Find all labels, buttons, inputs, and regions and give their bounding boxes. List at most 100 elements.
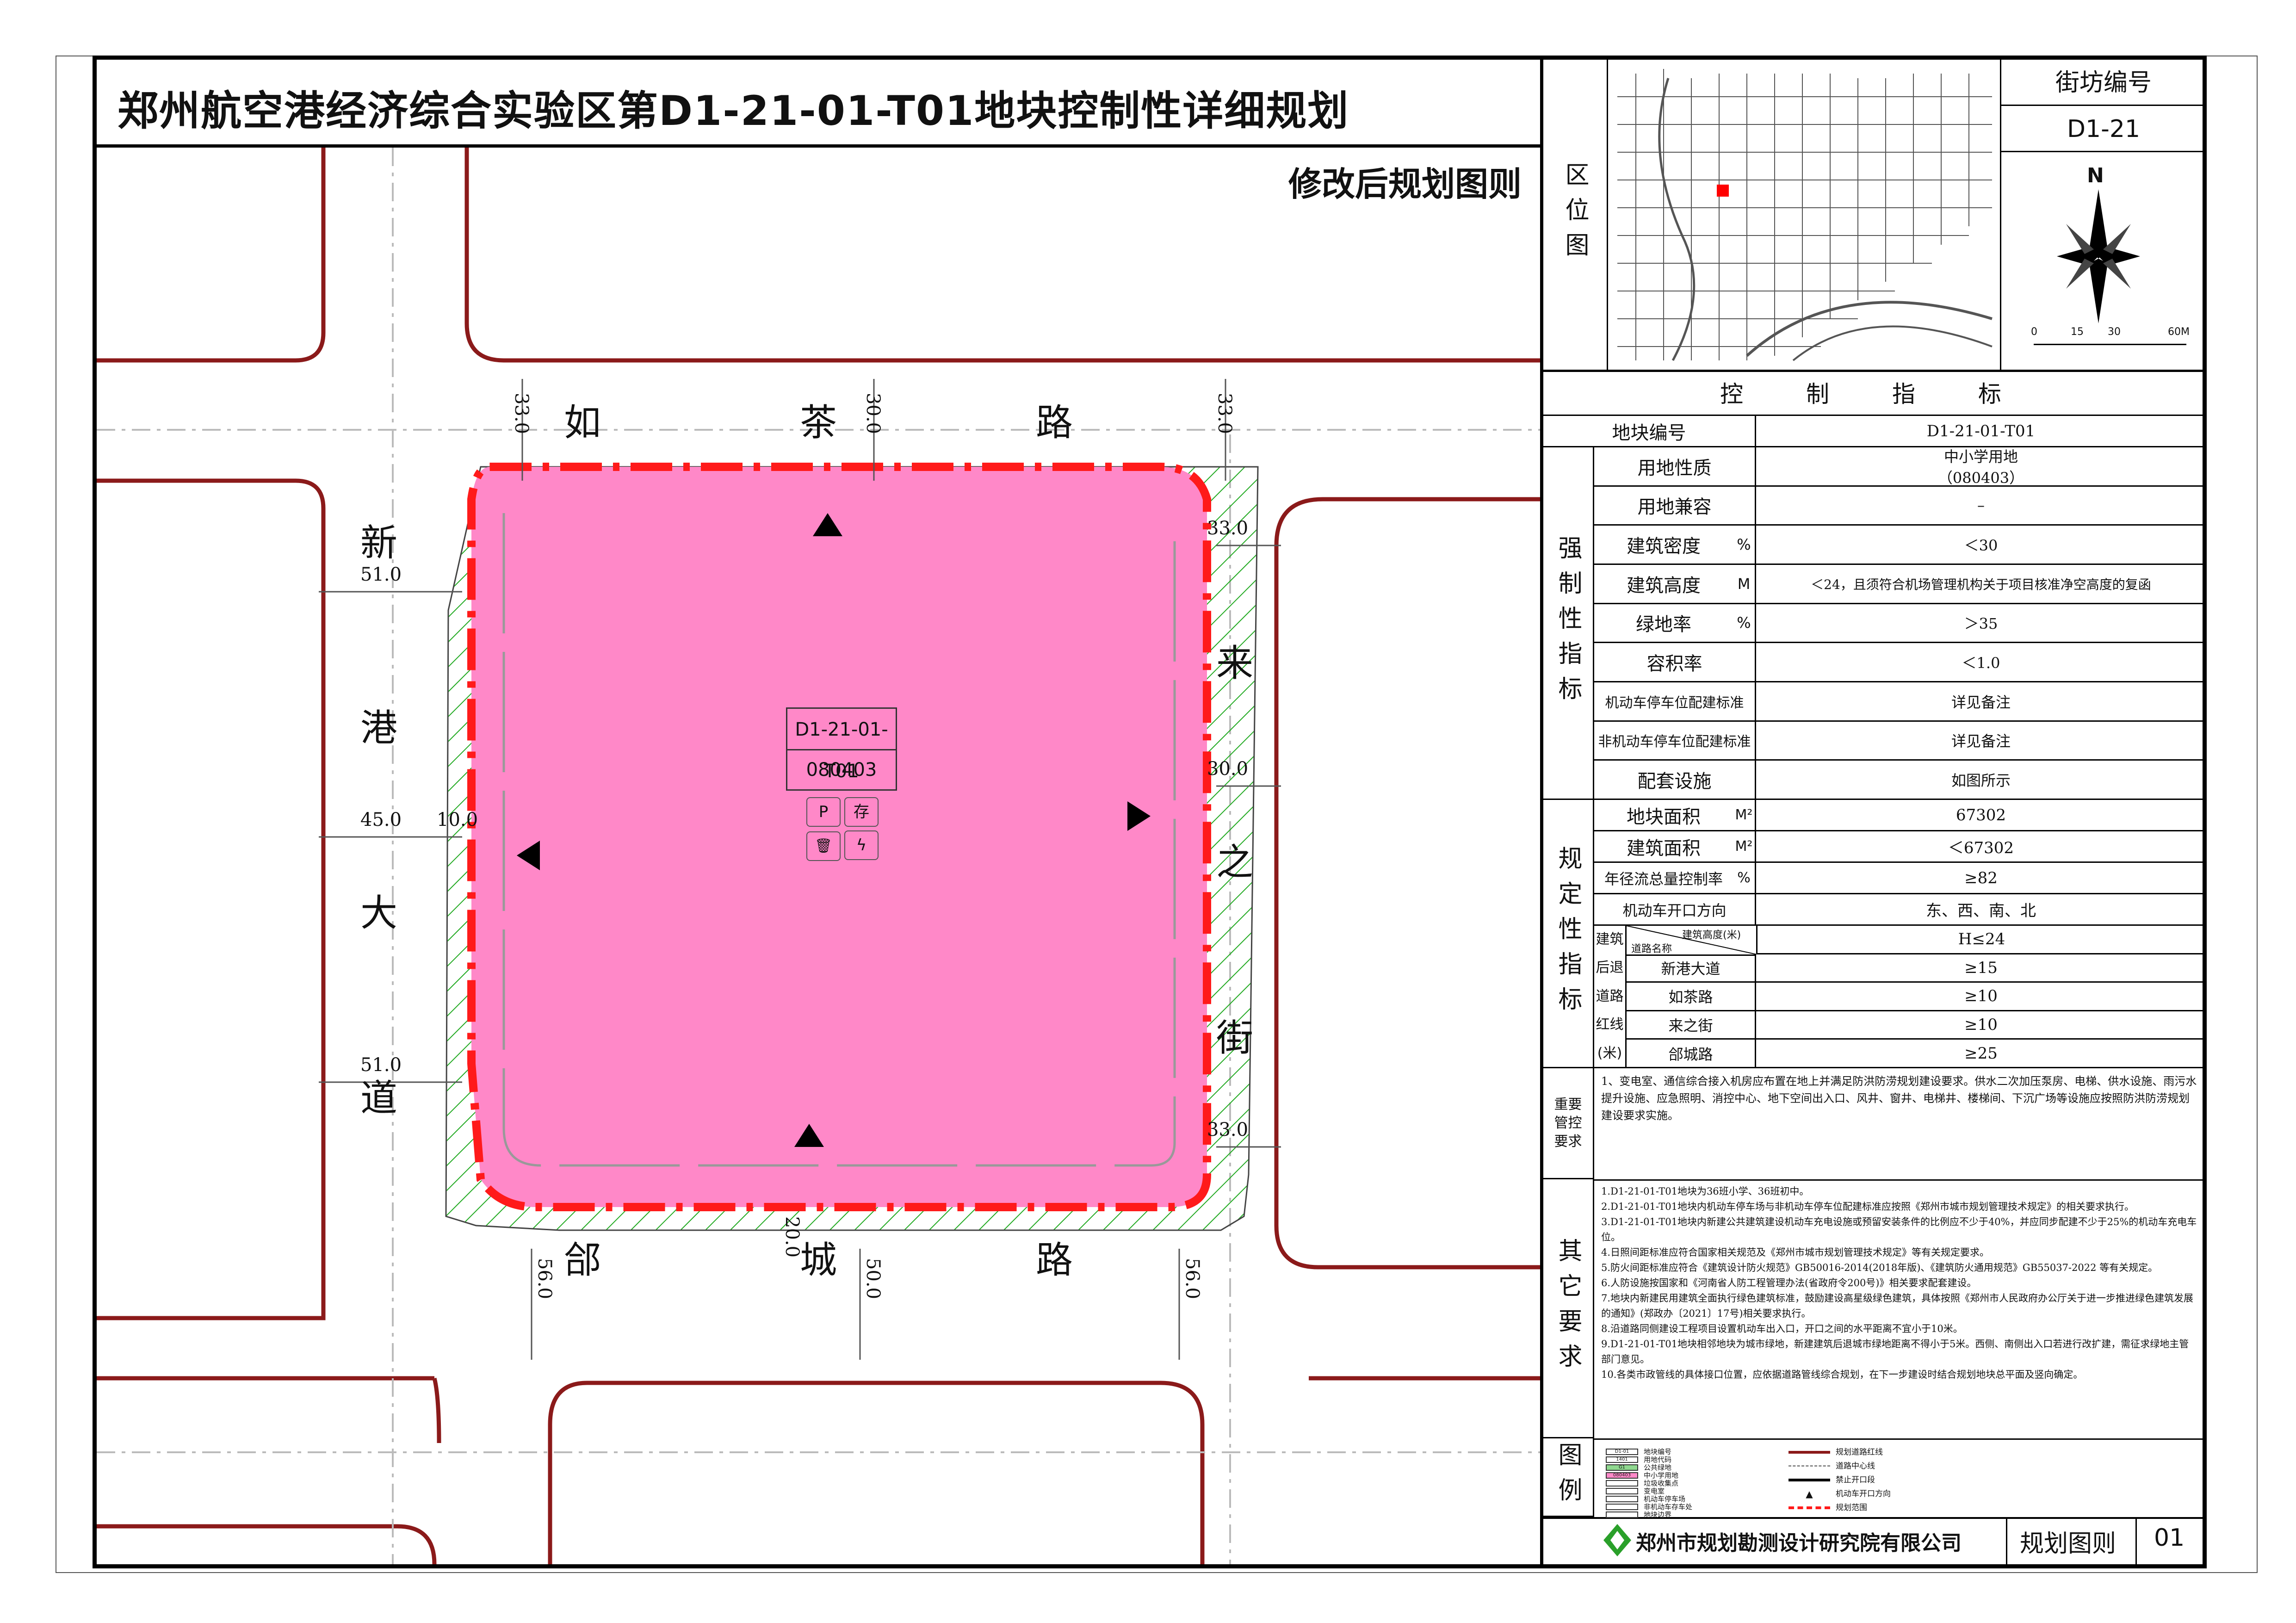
prescribed-row-value: 东、西、南、北 bbox=[1756, 894, 2206, 926]
legend-item: 规划范围 bbox=[1789, 1501, 1867, 1512]
important-text: 1、变电室、通信综合接入机房应布置在地上并满足防洪防涝规划建设要求。供水二次加压… bbox=[1601, 1075, 2197, 1122]
dim-south-2: 50.0 bbox=[862, 1258, 884, 1300]
prescribed-row-label: 机动车开口方向 bbox=[1594, 894, 1756, 926]
setback-road-value: ≥15 bbox=[1756, 954, 2206, 983]
dim-north-2: 30.0 bbox=[862, 393, 884, 434]
mandatory-row-value: 如图所示 bbox=[1756, 761, 2206, 800]
mandatory-label-text: 强制性指标 bbox=[1554, 535, 1582, 711]
legend-text: 机动车停车场 bbox=[1644, 1495, 1686, 1503]
legend-symbol bbox=[1606, 1480, 1638, 1487]
dim-east-3: 33.0 bbox=[1207, 1119, 1249, 1140]
legend-symbol: G1 bbox=[1606, 1464, 1638, 1471]
road-name-laizhi-1: 来 bbox=[1216, 642, 1253, 685]
location-map bbox=[1608, 60, 2001, 370]
legend-symbol: 080403 bbox=[1606, 1472, 1638, 1479]
location-marker bbox=[1717, 185, 1729, 197]
setback-side-label: 建筑 后退 道路 红线 (米) bbox=[1594, 926, 1627, 1068]
mandatory-row-label: 用地性质 bbox=[1594, 447, 1756, 487]
road-name-rucha-1: 如 bbox=[564, 401, 601, 444]
other-item: 4.日照间距标准应符合国家相关规范及《郑州市城市规划管理技术规定》等有关规定要求… bbox=[1601, 1247, 1990, 1258]
legend-symbol bbox=[1789, 1450, 1830, 1454]
road-name-laizhi-2: 之 bbox=[1216, 841, 1253, 884]
sheet-label: 规划图则 bbox=[2020, 1530, 2117, 1558]
setback-head-diagonal bbox=[1627, 926, 1756, 954]
mandatory-row-label: 非机动车停车位配建标准 bbox=[1594, 721, 1756, 761]
mandatory-row-unit: M bbox=[1733, 565, 1756, 604]
location-label: 区位图 bbox=[1543, 60, 1608, 370]
substation-symbol: ϟ bbox=[844, 830, 879, 860]
road-name-laizhi-3: 街 bbox=[1216, 1016, 1253, 1059]
company-logo-icon bbox=[1603, 1524, 1631, 1556]
school-plot bbox=[467, 463, 1211, 1211]
drawing-frame bbox=[93, 56, 2207, 1568]
legend-symbol bbox=[1606, 1495, 1638, 1502]
setback-road-name: 来之街 bbox=[1627, 1011, 1756, 1040]
mandatory-row-value: ＜30 bbox=[1756, 526, 2206, 565]
plot-no-label: 地块编号 bbox=[1543, 416, 1756, 447]
scale-tick-3: 60M bbox=[2168, 326, 2190, 338]
road-name-xingang-4: 道 bbox=[360, 1077, 397, 1120]
other-item: 3.D1-21-01-T01地块内新建公共建筑建设机动车充电设施或预留安装条件的… bbox=[1601, 1216, 2197, 1243]
subtitle: 修改后规划图则 bbox=[1288, 165, 1522, 204]
scale-tick-2: 30 bbox=[2108, 326, 2121, 338]
dim-west-3: 51.0 bbox=[360, 1054, 402, 1076]
prescribed-label-text: 规定性指标 bbox=[1554, 845, 1582, 1022]
dim-east-2: 30.0 bbox=[1207, 758, 1249, 780]
legend-item: 规划道路红线 bbox=[1789, 1445, 1883, 1457]
access-arrows bbox=[517, 513, 1151, 1147]
prescribed-label: 规定性指标 bbox=[1543, 800, 1594, 1068]
other-item: 5.防火间距标准应符合《建筑设计防火规范》GB50016-2014(2018年版… bbox=[1601, 1262, 2158, 1273]
setback-road-name: 新港大道 bbox=[1627, 954, 1756, 983]
legend-text: 中小学用地 bbox=[1644, 1471, 1679, 1480]
legend-item: 1401 用地代码 bbox=[1606, 1453, 1671, 1464]
other-item: 7.地块内新建民用建筑全面执行绿色建筑标准，鼓励建设高星级绿色建筑，具体按照《郑… bbox=[1601, 1293, 2194, 1319]
road-red-lines bbox=[97, 148, 1540, 1564]
block-label: 街坊编号 bbox=[2001, 60, 2206, 106]
legend-item: 变电室 bbox=[1606, 1485, 1665, 1496]
legend-symbol bbox=[1606, 1487, 1638, 1494]
prescribed-row-value: ＜67302 bbox=[1756, 831, 2206, 863]
legend-item: 地块边界 bbox=[1606, 1508, 1671, 1519]
legend-text: 地块编号 bbox=[1644, 1448, 1672, 1456]
mandatory-row-label: 建筑高度 bbox=[1594, 565, 1733, 604]
setback-head-rule bbox=[1627, 954, 1756, 956]
legend-item: 垃圾收集点 bbox=[1606, 1477, 1678, 1488]
legend-symbol: 1401 bbox=[1606, 1456, 1638, 1463]
north-label: N bbox=[2087, 164, 2104, 187]
legend-label-text: 图例 bbox=[1554, 1442, 1582, 1512]
legend-text: 非机动车存车处 bbox=[1644, 1503, 1693, 1511]
legend-item: 禁止开口段 bbox=[1789, 1473, 1875, 1485]
legend-text: 规划范围 bbox=[1836, 1503, 1867, 1512]
plot-label-box: D1-21-01-T01 080403 bbox=[786, 707, 897, 791]
setback-road-name: 郃城路 bbox=[1627, 1040, 1756, 1068]
other-item: 2.D1-21-01-T01地块内机动车停车场与非机动车停车位配建标准应按照《郑… bbox=[1601, 1201, 2134, 1212]
dim-west-1: 51.0 bbox=[360, 564, 402, 585]
title-bar: 郑州航空港经济综合实验区第D1-21-01-T01地块控制性详细规划 bbox=[97, 60, 1540, 148]
prescribed-row-value: ≥82 bbox=[1756, 863, 2206, 894]
dim-east-1: 33.0 bbox=[1207, 518, 1249, 539]
legend-text: 规划道路红线 bbox=[1836, 1448, 1883, 1457]
legend-label: 图例 bbox=[1543, 1438, 1594, 1517]
plot-code: D1-21-01-T01 bbox=[787, 709, 896, 782]
plot-no-value: D1-21-01-T01 bbox=[1756, 416, 2206, 447]
legend-item: ▲机动车开口方向 bbox=[1789, 1487, 1891, 1499]
dimension-lines bbox=[319, 379, 1281, 1360]
setback-road-value: ≥10 bbox=[1756, 1011, 2206, 1040]
plan-drawing bbox=[97, 148, 1540, 1564]
mandatory-row-label: 建筑密度 bbox=[1594, 526, 1733, 565]
other-label: 其它要求 bbox=[1543, 1179, 1594, 1438]
prescribed-row-unit: M² bbox=[1733, 800, 1756, 831]
setback-road-name: 如茶路 bbox=[1627, 983, 1756, 1011]
prescribed-row-label: 建筑面积 bbox=[1594, 831, 1733, 863]
location-label-text: 区位图 bbox=[1561, 162, 1589, 267]
prescribed-row-label: 地块面积 bbox=[1594, 800, 1733, 831]
road-name-gecheng-2: 城 bbox=[800, 1239, 837, 1282]
legend-text: 用地代码 bbox=[1644, 1456, 1672, 1464]
dim-south-1: 56.0 bbox=[534, 1258, 555, 1300]
prescribed-row-unit: % bbox=[1733, 863, 1756, 894]
legend-text: 变电室 bbox=[1644, 1487, 1665, 1495]
indicators-header: 控 制 指 标 bbox=[1543, 370, 2206, 416]
setback-head-top: 建筑高度(米) bbox=[1682, 929, 1741, 941]
dim-north-1: 33.0 bbox=[511, 393, 532, 434]
